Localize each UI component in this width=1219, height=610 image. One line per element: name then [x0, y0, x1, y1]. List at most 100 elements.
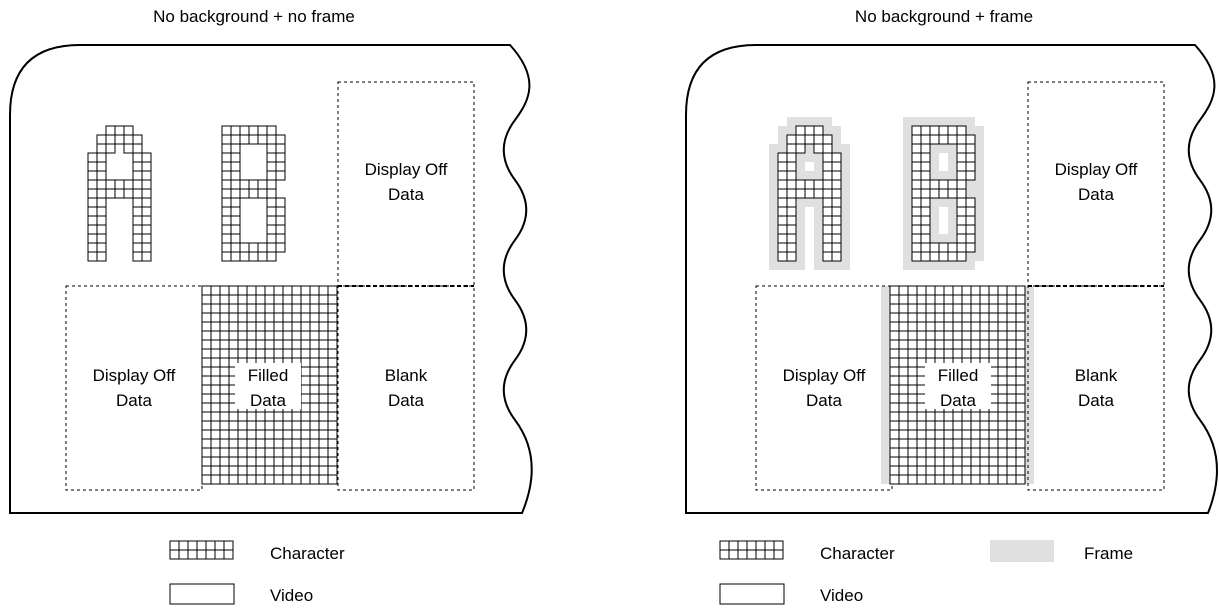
character-cell: [132, 215, 143, 226]
character-cell: [952, 420, 963, 431]
character-cell: [87, 188, 98, 199]
character-cell: [804, 125, 815, 136]
character-cell: [1006, 465, 1017, 476]
character-cell: [956, 170, 967, 181]
character-cell: [237, 438, 248, 449]
character-cell: [300, 456, 311, 467]
character-cell: [291, 456, 302, 467]
character-cell: [96, 134, 107, 145]
frame-cell: [930, 261, 939, 270]
character-cell: [264, 447, 275, 458]
character-cell: [318, 420, 329, 431]
frame-cell: [948, 207, 957, 216]
character-cell: [907, 438, 918, 449]
character-cell: [246, 429, 257, 440]
character-cell: [907, 366, 918, 377]
character-cell: [929, 188, 940, 199]
character-cell: [132, 161, 143, 172]
frame-cell: [769, 225, 778, 234]
character-cell: [988, 348, 999, 359]
frame-cell: [975, 243, 984, 252]
character-cell: [831, 188, 842, 199]
character-cell: [237, 429, 248, 440]
character-cell: [934, 411, 945, 422]
character-cell: [309, 303, 320, 314]
character-cell: [246, 438, 257, 449]
character-cell: [831, 242, 842, 253]
character-cell: [210, 447, 221, 458]
character-cell: [327, 456, 338, 467]
character-cell: [925, 411, 936, 422]
character-cell: [264, 438, 275, 449]
character-cell: [925, 456, 936, 467]
frame-cell: [796, 252, 805, 261]
character-cell: [201, 321, 212, 332]
frame-cell: [948, 225, 957, 234]
character-cell: [282, 321, 293, 332]
character-cell: [210, 465, 221, 476]
character-cell: [961, 447, 972, 458]
character-cell: [925, 465, 936, 476]
character-cell: [831, 251, 842, 262]
character-cell: [1015, 411, 1026, 422]
character-cell: [970, 411, 981, 422]
video-swatch: [719, 583, 785, 605]
character-cell: [916, 465, 927, 476]
character-cell: [934, 420, 945, 431]
character-cell: [911, 125, 922, 136]
character-cell: [907, 384, 918, 395]
character-cell: [786, 251, 797, 262]
character-cell: [282, 348, 293, 359]
character-cell: [266, 215, 277, 226]
character-cell: [1006, 375, 1017, 386]
character-cell: [275, 152, 286, 163]
character-cell: [907, 357, 918, 368]
character-cell: [246, 285, 257, 296]
character-cell: [141, 233, 152, 244]
character-cell: [889, 330, 900, 341]
character-cell: [925, 312, 936, 323]
character-cell: [961, 465, 972, 476]
character-cell: [916, 330, 927, 341]
character-cell: [87, 152, 98, 163]
character-cell: [997, 375, 1008, 386]
character-cell: [943, 348, 954, 359]
character-cell: [273, 348, 284, 359]
character-cell: [786, 233, 797, 244]
character-cell: [318, 429, 329, 440]
character-cell: [943, 474, 954, 485]
character-cell: [201, 465, 212, 476]
character-cell: [201, 303, 212, 314]
frame-cell: [966, 126, 975, 135]
character-cell: [255, 411, 266, 422]
character-cell: [804, 134, 815, 145]
character-cell: [309, 321, 320, 332]
character-cell: [201, 420, 212, 431]
character-cell: [228, 429, 239, 440]
character-cell: [997, 303, 1008, 314]
character-cell: [201, 285, 212, 296]
character-cell: [228, 321, 239, 332]
character-cell: [988, 474, 999, 485]
frame-cell: [975, 216, 984, 225]
character-cell: [961, 411, 972, 422]
legend-video-label: Video: [820, 586, 863, 605]
character-cell: [943, 312, 954, 323]
character-cell: [907, 339, 918, 350]
character-cell: [132, 197, 143, 208]
character-cell: [123, 179, 134, 190]
character-cell: [273, 429, 284, 440]
character-cell: [266, 125, 277, 136]
character-cell: [264, 303, 275, 314]
character-cell: [300, 375, 311, 386]
character-cell: [961, 429, 972, 440]
character-cell: [221, 188, 232, 199]
character-cell: [1015, 474, 1026, 485]
character-cell: [925, 474, 936, 485]
character-cell: [257, 188, 268, 199]
character-cell: [907, 420, 918, 431]
character-cell: [795, 188, 806, 199]
character-cell: [96, 152, 107, 163]
frame-cell: [903, 144, 912, 153]
character-cell: [970, 348, 981, 359]
